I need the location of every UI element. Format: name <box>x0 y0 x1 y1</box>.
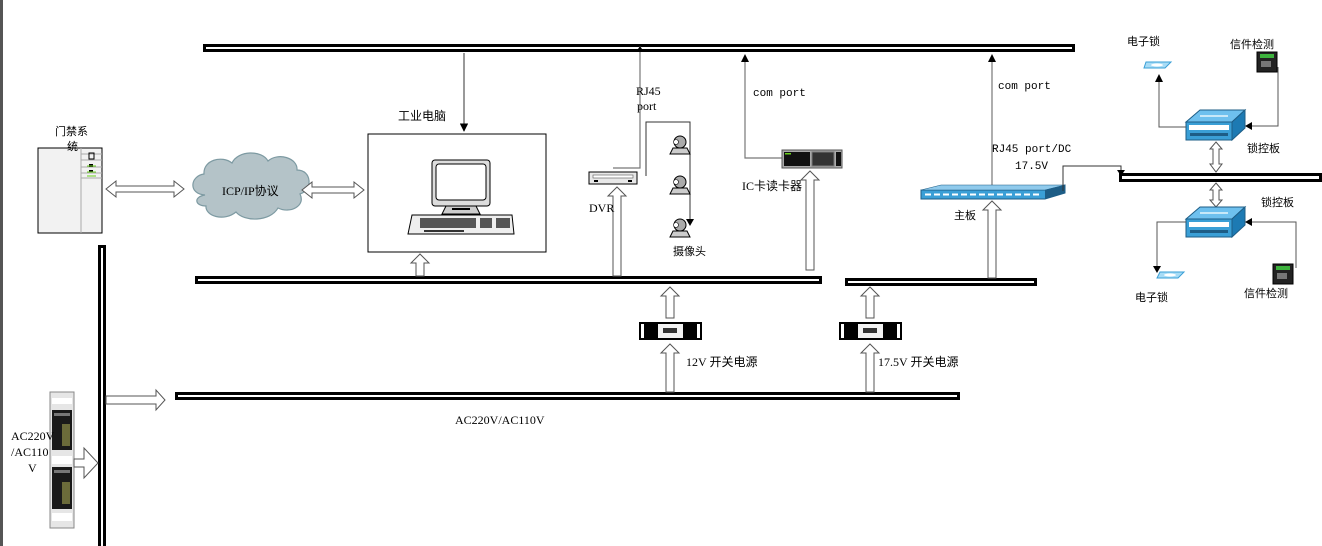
power-arrow-pc <box>409 253 431 277</box>
main-board-power-label-line2: 17.5V <box>1015 161 1049 173</box>
pc-label: 工业电脑 <box>398 109 447 123</box>
elock-bottom-label: 电子锁 <box>1135 291 1168 304</box>
camera-icon <box>669 218 691 238</box>
double-arrow-access-cloud <box>105 179 185 199</box>
bus-ac-vertical <box>98 245 106 546</box>
electronic-lock-icon <box>1156 271 1186 279</box>
bus-power-12v <box>195 276 822 284</box>
power-supply-icon <box>839 322 902 340</box>
power-arrow-12v-up <box>659 286 681 319</box>
psu-12v-label: 12V 开关电源 <box>686 355 758 369</box>
main-board-power-label-line1: RJ45 port/DC <box>992 144 1072 156</box>
camera-icon <box>669 175 691 195</box>
cloud-icon <box>192 152 310 220</box>
power-supply-icon <box>639 322 702 340</box>
connector-dvr-cameras <box>645 121 691 222</box>
desktop-computer-icon <box>407 159 515 235</box>
access-system-rack-icon <box>37 147 103 234</box>
bus-power-175v <box>845 278 1037 286</box>
ac-power-rack-icon <box>49 391 75 529</box>
card-reader-icon <box>781 149 843 169</box>
ac-source-label-line3: V <box>28 461 37 475</box>
main-board-port-label: com port <box>998 81 1051 93</box>
power-arrow-175v-from-ac <box>859 343 881 393</box>
camera-icon <box>669 135 691 155</box>
double-arrow-ac-to-bus <box>73 446 99 480</box>
power-arrow-175v-up <box>859 286 881 319</box>
lock-board-icon <box>1184 205 1247 239</box>
double-arrow-cloud-pc <box>301 180 365 200</box>
connector-mail-sensor-to-lock-bottom <box>1250 221 1297 268</box>
connector-mail-sensor-to-lock-top <box>1250 67 1279 127</box>
power-arrow-vertical-to-ac-bus <box>105 388 166 412</box>
power-arrow-dvr <box>606 186 628 277</box>
connector-main-board-lock-bus <box>1062 165 1122 191</box>
elock-top-label: 电子锁 <box>1127 35 1160 48</box>
ac-source-label-line1: AC220V <box>11 429 55 443</box>
cameras-label: 摄像头 <box>673 245 706 258</box>
power-arrow-main-board <box>981 200 1003 279</box>
lock-board-top-label: 锁控板 <box>1247 142 1280 155</box>
electronic-lock-icon <box>1143 61 1173 69</box>
power-arrow-12v-from-ac <box>659 343 681 393</box>
connector-dvr-rj45 <box>613 46 641 169</box>
lock-board-bottom-label: 锁控板 <box>1261 196 1294 209</box>
lock-board-icon <box>1184 108 1247 142</box>
connector-lock-bottom-to-elock <box>1156 221 1186 268</box>
dvr-port-label-line1: RJ45 <box>636 84 661 98</box>
mail-sensor-icon <box>1256 51 1278 73</box>
double-arrow-lock-top-bus <box>1208 141 1224 173</box>
dvr-label: DVR <box>589 201 615 215</box>
dvr-icon <box>588 171 638 185</box>
ac-source-label-line2: /AC110 <box>11 445 49 459</box>
mail-detect-top-label: 信件检测 <box>1230 38 1274 51</box>
double-arrow-lock-bottom-bus <box>1208 182 1224 208</box>
bus-ac-mains <box>175 392 960 400</box>
ac-bus-label: AC220V/AC110V <box>455 413 545 427</box>
connector-card-reader-com <box>744 60 782 159</box>
access-system-label-line2: 统 <box>67 140 78 153</box>
dvr-port-label-line2: port <box>637 99 657 113</box>
cloud-label: ICP/IP协议 <box>222 184 279 198</box>
psu-175v-label: 17.5V 开关电源 <box>878 355 959 369</box>
main-board-label: 主板 <box>954 209 976 222</box>
connector-lock-top-to-elock <box>1158 80 1186 128</box>
window-left-border <box>0 0 3 546</box>
main-board-icon <box>920 184 1066 200</box>
bus-lock-boards <box>1119 173 1322 182</box>
mail-sensor-icon <box>1272 263 1294 285</box>
mail-detect-bottom-label: 信件检测 <box>1244 287 1288 300</box>
card-reader-label: IC卡读卡器 <box>742 179 803 193</box>
card-reader-port-label: com port <box>753 88 806 100</box>
access-system-label-line1: 门禁系 <box>55 125 88 138</box>
power-arrow-card-reader <box>799 170 821 271</box>
